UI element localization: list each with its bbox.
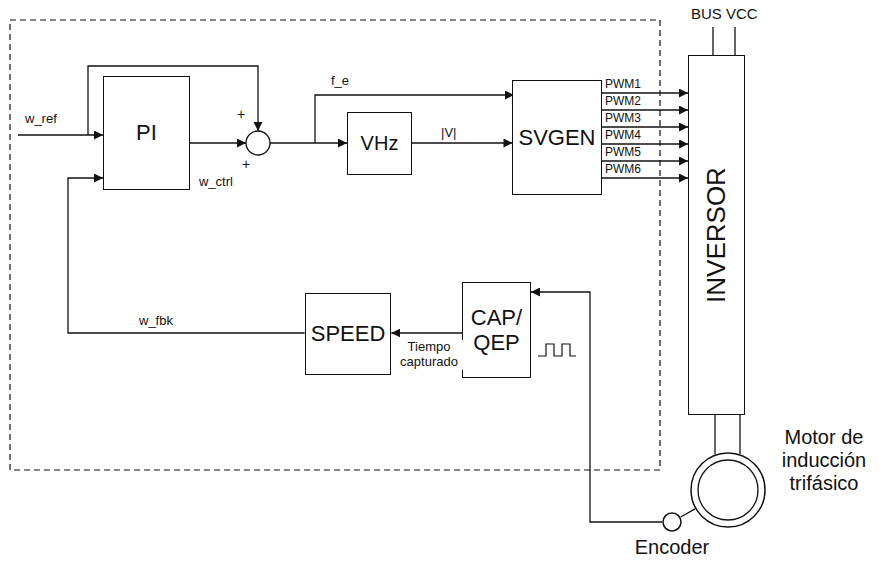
bus-wire bbox=[712, 27, 713, 55]
induction-motor: Motor de inducción trifásico bbox=[690, 452, 766, 528]
encoder-outline bbox=[662, 512, 682, 532]
pwm-signal-arrow bbox=[602, 109, 688, 110]
controller-boundary bbox=[10, 20, 660, 470]
node-label: CAP/ QEP bbox=[467, 305, 526, 356]
pi-controller-box: PI bbox=[103, 76, 190, 190]
sign-label: + bbox=[236, 106, 246, 122]
edge-label: w_fbk bbox=[138, 314, 174, 329]
edge-label: |V| bbox=[440, 126, 457, 141]
reference-input-wire bbox=[18, 134, 103, 135]
frequency-branch-wire bbox=[315, 95, 514, 143]
signal-label: w_ref bbox=[24, 112, 58, 127]
encoder-signal-arrow bbox=[531, 292, 662, 522]
motor-phase-wire bbox=[739, 415, 740, 454]
node-label: Encoder bbox=[632, 536, 712, 559]
encoder-circle bbox=[663, 513, 681, 531]
capture-qep-block: CAP/ QEP bbox=[462, 282, 531, 378]
encoder: Encoder bbox=[662, 512, 682, 532]
edge-label: PWM2 bbox=[604, 95, 642, 109]
inverter-box: INVERSOR bbox=[688, 55, 745, 415]
voltage-magnitude-arrow bbox=[412, 142, 512, 143]
edge-label: PWM4 bbox=[604, 129, 642, 143]
edge-label: PWM6 bbox=[604, 163, 642, 177]
node-label: SVGEN bbox=[518, 125, 595, 150]
encoder-shaft-line bbox=[681, 509, 695, 517]
vhz-block: VHz bbox=[347, 112, 412, 175]
pwm-signal-arrow bbox=[602, 92, 688, 93]
speed-feedback-arrow bbox=[68, 178, 305, 333]
node-label: Motor de inducción trifásico bbox=[770, 426, 878, 495]
edge-label: Tiempo capturado bbox=[393, 340, 465, 370]
frequency-wire bbox=[270, 142, 347, 143]
bus-label: BUS VCC bbox=[690, 5, 759, 22]
signal-label: f_e bbox=[330, 74, 350, 89]
edge-label: PWM1 bbox=[604, 78, 642, 92]
motor-outline bbox=[690, 452, 766, 528]
node-label: PI bbox=[136, 120, 157, 145]
node-label: VHz bbox=[361, 132, 399, 155]
edge-label: PWM3 bbox=[604, 112, 642, 126]
edge-label: PWM5 bbox=[604, 146, 642, 160]
motor-rotor-circle bbox=[698, 460, 758, 520]
speed-block: SPEED bbox=[305, 293, 392, 375]
motor-phase-wire bbox=[714, 415, 715, 454]
node-label: INVERSOR bbox=[702, 167, 732, 303]
signal-label: w_ctrl bbox=[198, 175, 234, 190]
pwm-signal-arrow bbox=[602, 160, 688, 161]
pwm-signal-arrow bbox=[602, 177, 688, 178]
node-label: SPEED bbox=[311, 321, 386, 346]
bus-wire bbox=[734, 27, 735, 55]
pi-output-wire bbox=[190, 142, 246, 143]
svgen-block: SVGEN bbox=[512, 80, 601, 195]
captured-time-arrow bbox=[391, 332, 462, 333]
motor-stator-circle bbox=[691, 453, 765, 527]
pwm-signal-arrow bbox=[602, 143, 688, 144]
pwm-signal-arrow bbox=[602, 126, 688, 127]
sign-label: + bbox=[241, 156, 251, 172]
summing-junction bbox=[246, 131, 270, 155]
pulse-waveform-symbol bbox=[538, 344, 576, 356]
